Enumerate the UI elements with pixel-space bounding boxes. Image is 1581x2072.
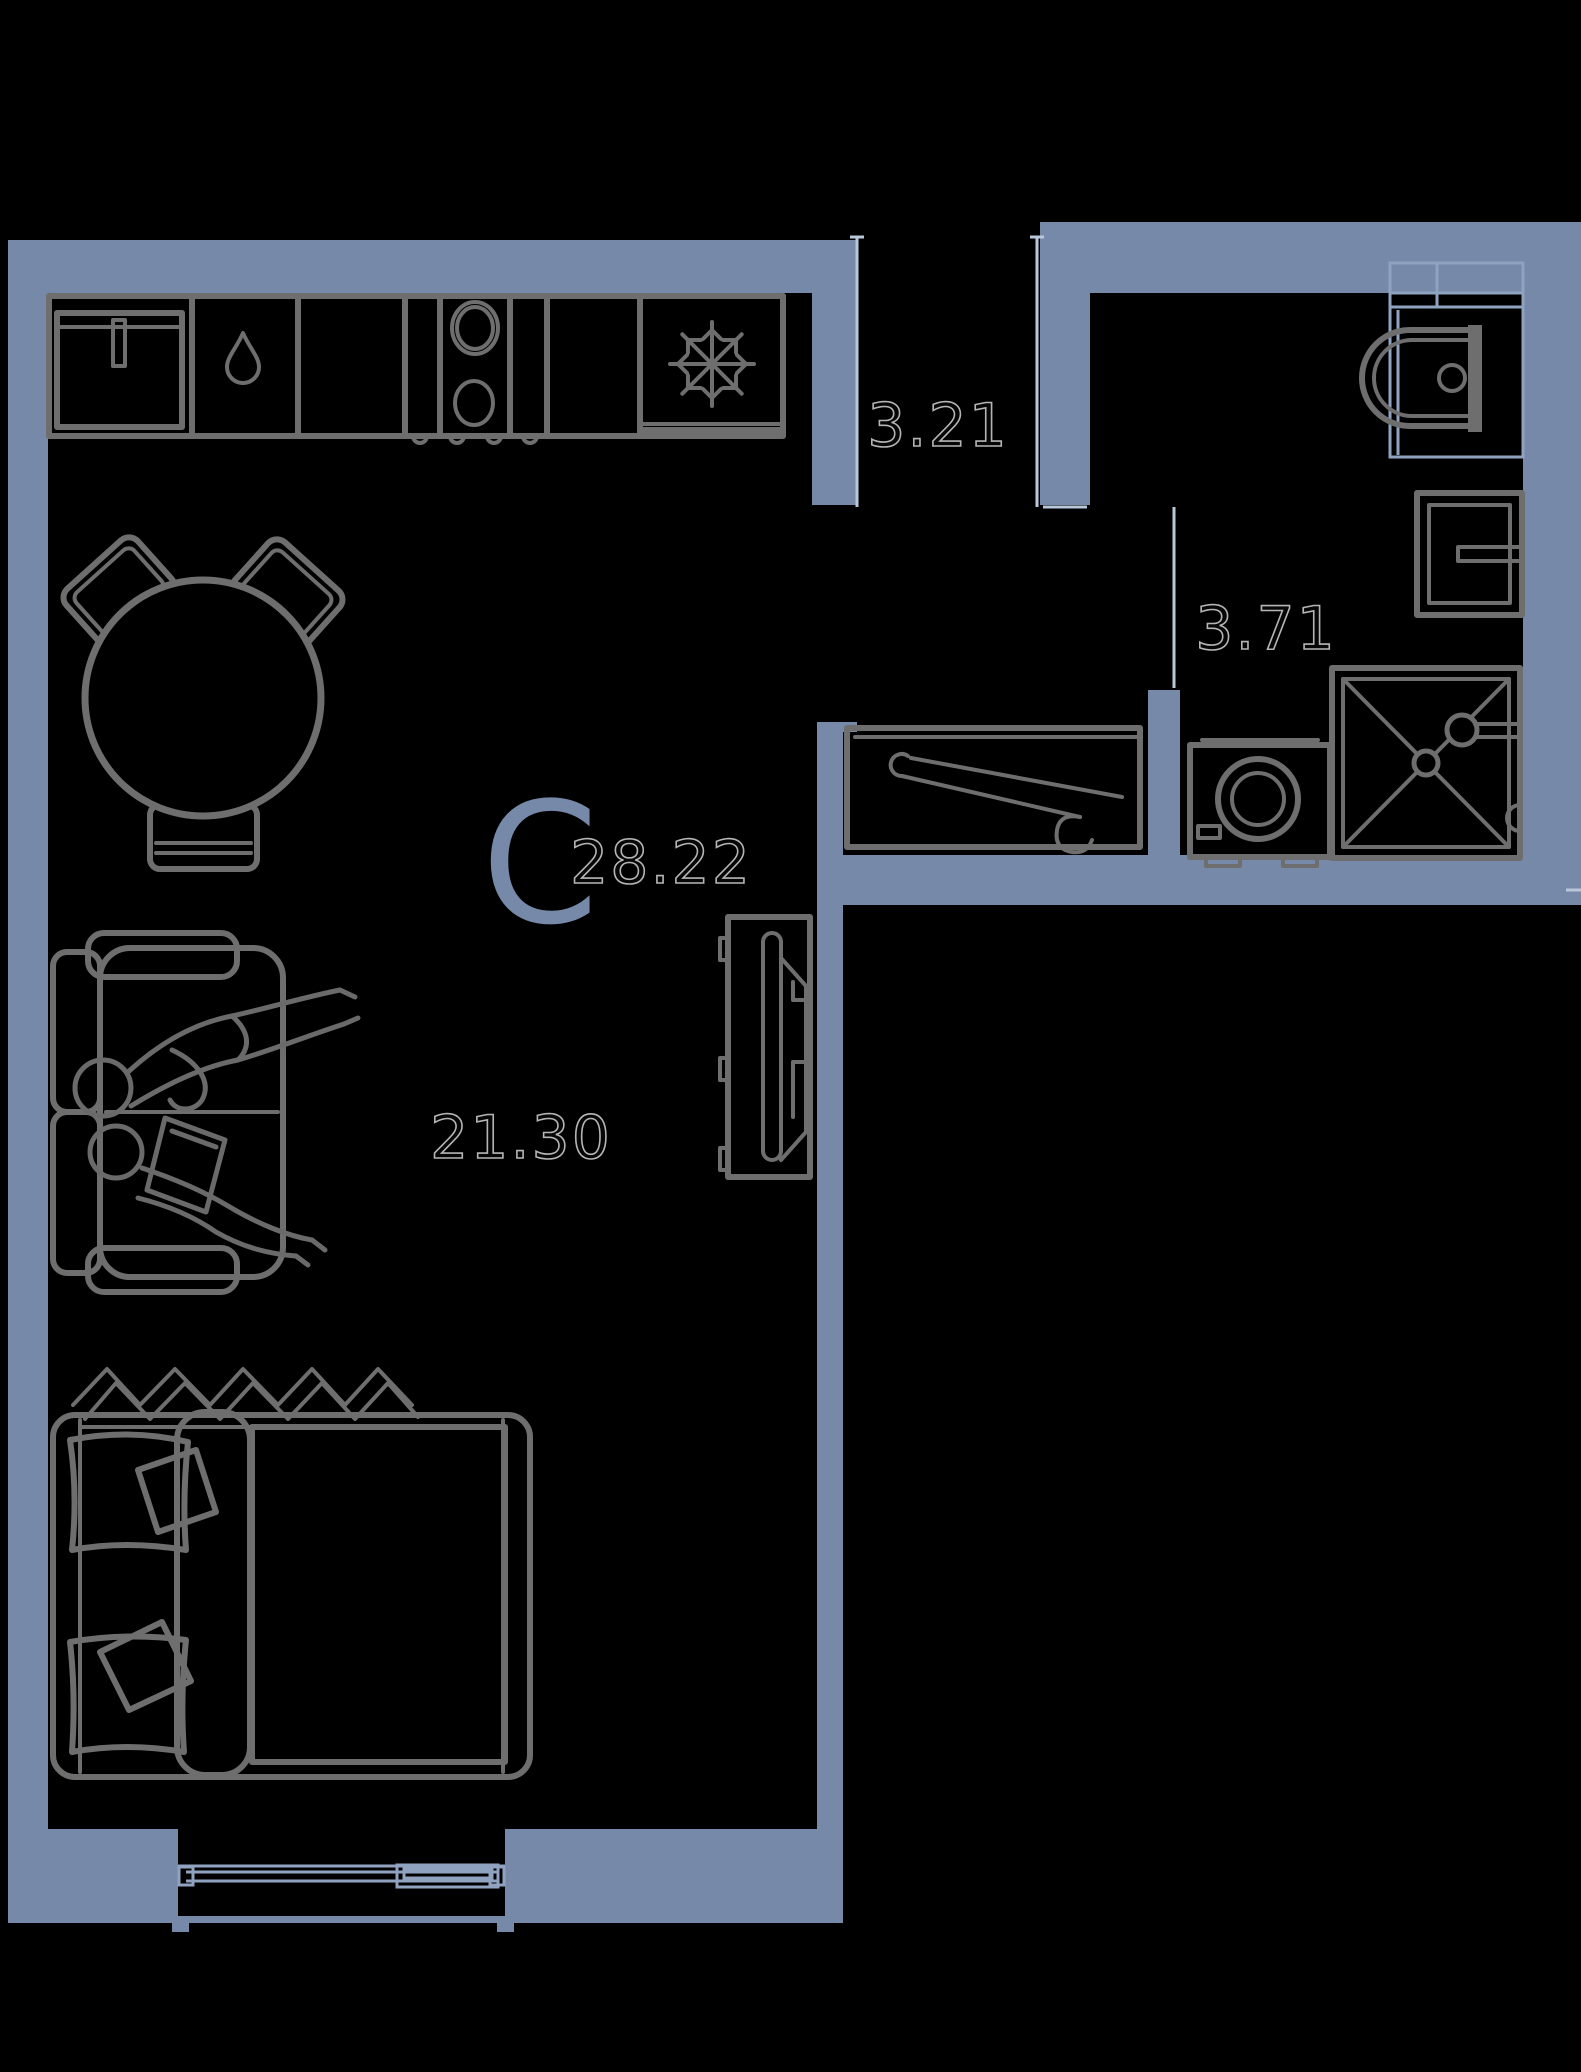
shower-drain: [1411, 748, 1441, 778]
sofa-seat: [97, 945, 286, 1280]
window: [172, 1863, 514, 1932]
bed: [50, 1367, 533, 1780]
stove-knobs: [411, 434, 539, 445]
top-right-wall: [1040, 222, 1581, 293]
pillow: [67, 1431, 191, 1553]
shower: [1329, 665, 1523, 861]
toilet-tank: [1468, 325, 1482, 432]
window-sliding-pane: [395, 1863, 500, 1889]
shower-head-icon: [1444, 712, 1522, 833]
blanket-zigzag: [83, 1381, 420, 1421]
wardrobe: [844, 725, 1143, 855]
kitchen-sink: [54, 310, 185, 430]
people-on-sofa: [72, 987, 361, 1268]
hanger-icon: [888, 752, 1124, 855]
person-head: [72, 1057, 134, 1119]
bathroom-area-label: 3.71: [1195, 594, 1337, 664]
tv-mount: [779, 956, 808, 1162]
bath-lower-wall: [1148, 690, 1180, 860]
stove: [411, 300, 539, 445]
pillow-small: [135, 1447, 219, 1535]
sofa: [50, 930, 286, 1295]
bath-upper-stub-wall: [1040, 293, 1090, 505]
washing-machine: [1187, 738, 1333, 868]
water-drop-icon: [225, 331, 261, 385]
entry-door-frame-right: [1030, 235, 1044, 507]
sofa-armrest: [85, 1245, 240, 1295]
main-right-wall: [817, 722, 843, 1923]
faucet-icon: [1456, 545, 1524, 563]
left-outer-wall: [8, 240, 48, 1923]
labels: С 28.22 21.30 3.21 3.71: [429, 390, 1337, 1174]
snowflake-icon: [668, 320, 756, 408]
washbasin: [1414, 490, 1525, 618]
blanket-zigzag: [71, 1367, 414, 1407]
book: [144, 1115, 228, 1215]
tv-screen: [761, 931, 783, 1162]
bottom-left-wall-block: [36, 1829, 178, 1923]
entry-door-frame-left: [850, 235, 864, 507]
window-sill: [178, 1916, 505, 1923]
entry-left-stub-wall: [812, 293, 856, 505]
dining-table-group: [60, 534, 346, 872]
toilet: [1359, 325, 1482, 432]
tv-console: [718, 914, 813, 1180]
bath-door-frame: [1043, 505, 1176, 688]
sofa-armrest: [85, 930, 240, 980]
total-area-label: 28.22: [570, 828, 752, 898]
top-main-wall: [8, 240, 856, 293]
door-frames: [850, 235, 1581, 892]
faucet-icon: [111, 318, 127, 368]
kitchen-counter: [46, 293, 786, 445]
hallway-area-label: 3.21: [867, 391, 1009, 461]
unit-letter-label: С: [481, 766, 598, 962]
pillow: [67, 1633, 189, 1755]
person-head: [87, 1123, 145, 1181]
right-outer-wall: [1523, 222, 1581, 905]
walls: [8, 222, 1581, 1923]
pillow-small: [97, 1619, 194, 1713]
fridge: [637, 293, 786, 433]
blanket: [249, 1424, 508, 1765]
bottom-right-wall-block: [505, 1829, 843, 1923]
round-table: [81, 576, 325, 820]
living-area-label: 21.30: [430, 1103, 612, 1173]
right-section-bottom-wall: [817, 855, 1581, 905]
